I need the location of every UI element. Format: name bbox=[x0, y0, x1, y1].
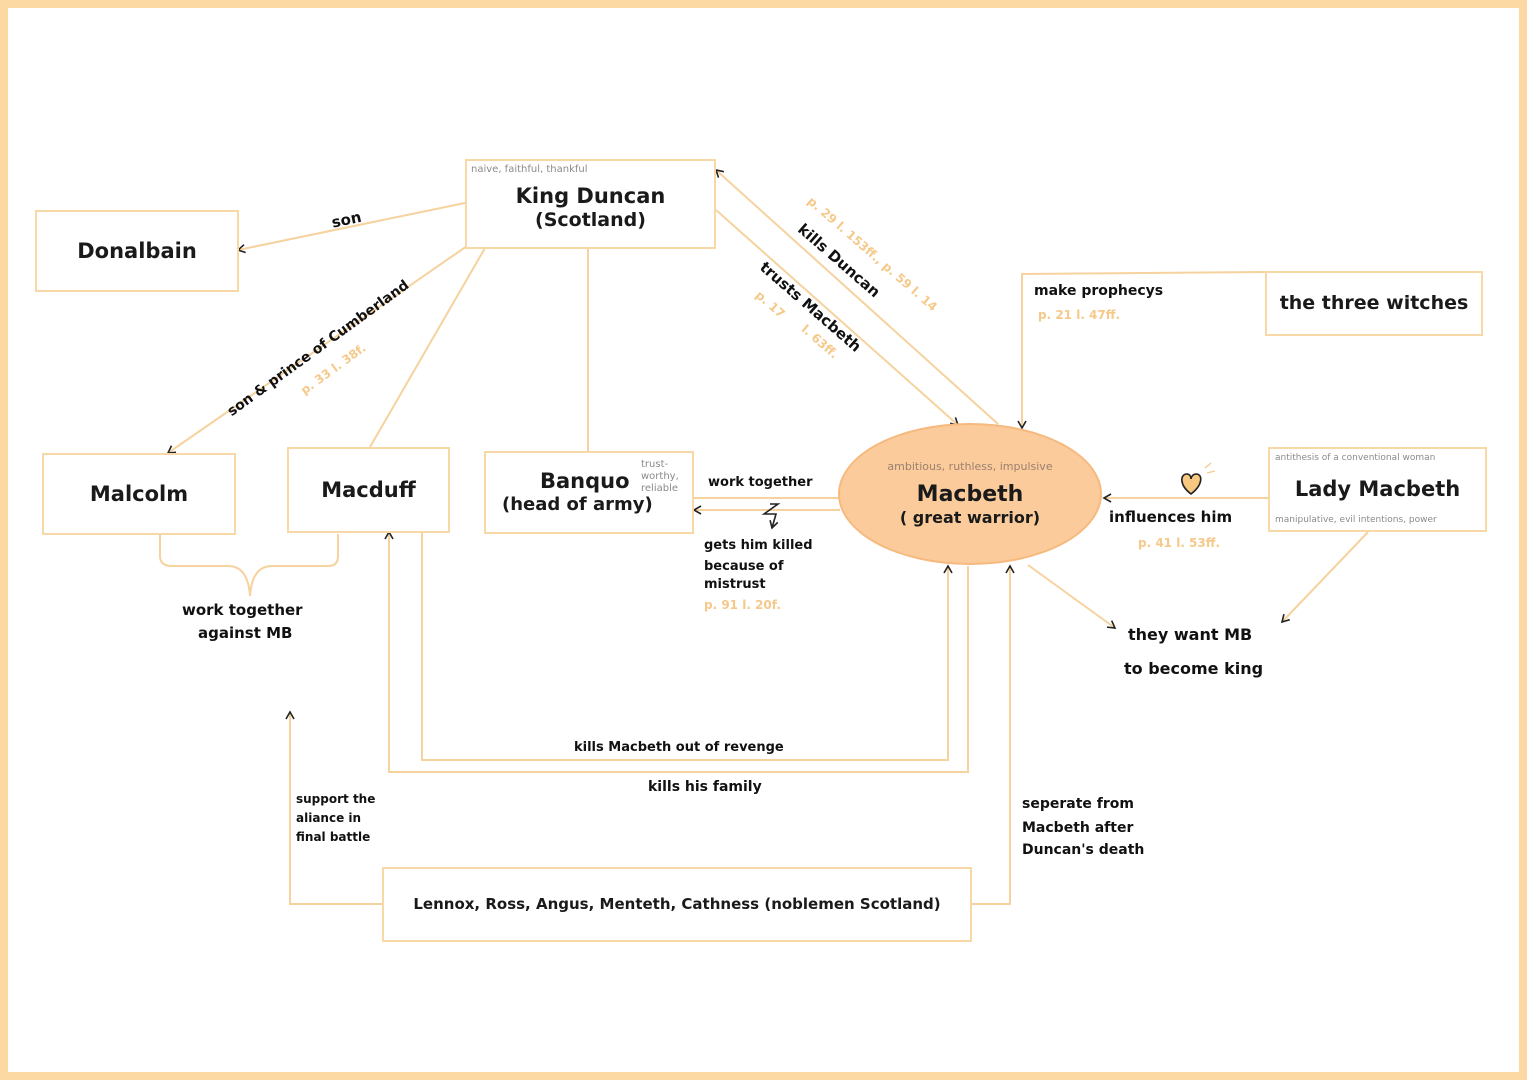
label-kills-family: kills his family bbox=[648, 779, 762, 795]
macduff-name: Macduff bbox=[321, 477, 416, 502]
label-want-king-2: to become king bbox=[1124, 659, 1264, 678]
box-noblemen: Lennox, Ross, Angus, Menteth, Cathness (… bbox=[382, 867, 972, 942]
banquo-traits-2: worthy, bbox=[641, 471, 679, 482]
box-three-witches: the three witches bbox=[1265, 271, 1483, 336]
line-macbeth-kills-family bbox=[384, 530, 969, 773]
line-witches-macbeth bbox=[1017, 271, 1266, 430]
label-want-king-1: they want MB bbox=[1128, 625, 1253, 644]
box-king-duncan: naive, faithful, thankful King Duncan (S… bbox=[465, 159, 716, 249]
macbeth-name: Macbeth bbox=[916, 481, 1024, 507]
line-lady-want bbox=[1280, 531, 1369, 624]
box-donalbain: Donalbain bbox=[35, 210, 239, 292]
banquo-name: Banquo bbox=[540, 469, 630, 494]
label-work-together: work together bbox=[708, 475, 813, 490]
box-banquo: Banquo (head of army) trust- worthy, rel… bbox=[484, 451, 694, 534]
banquo-traits-3: reliable bbox=[641, 483, 679, 494]
alliance-brace bbox=[159, 534, 339, 597]
label-separate-3: Duncan's death bbox=[1022, 842, 1145, 858]
label-kills-revenge: kills Macbeth out of revenge bbox=[574, 740, 784, 755]
box-lady-macbeth: antithesis of a conventional woman Lady … bbox=[1268, 447, 1487, 532]
label-prophecy: make prophecys bbox=[1034, 283, 1164, 299]
label-influences: influences him bbox=[1109, 508, 1233, 526]
lightning-icon bbox=[761, 503, 781, 530]
line-duncan-malcolm bbox=[166, 245, 468, 454]
label-gets-killed-2: because of bbox=[704, 559, 784, 574]
nobles-name: Lennox, Ross, Angus, Menteth, Cathness (… bbox=[413, 895, 941, 914]
ellipse-macbeth: ambitious, ruthless, impulsive Macbeth (… bbox=[838, 423, 1102, 565]
line-macduff-kills-macbeth bbox=[421, 533, 953, 761]
macbeth-traits: ambitious, ruthless, impulsive bbox=[887, 459, 1053, 473]
label-gets-killed-1: gets him killed bbox=[704, 538, 813, 553]
label-support-3: final battle bbox=[296, 830, 371, 844]
line-nobles-alliance bbox=[285, 710, 382, 905]
label-alliance-1: work together bbox=[182, 601, 303, 619]
malcolm-name: Malcolm bbox=[89, 481, 189, 506]
box-macduff: Macduff bbox=[287, 447, 450, 533]
lady-name: Lady Macbeth bbox=[1294, 477, 1461, 502]
line-macbeth-want bbox=[1027, 564, 1117, 629]
donalbain-name: Donalbain bbox=[77, 238, 197, 263]
sparkle-icon bbox=[1204, 462, 1216, 474]
line-macbeth-kills-duncan bbox=[714, 168, 999, 425]
label-alliance-2: against MB bbox=[198, 624, 293, 642]
duncan-name: King Duncan bbox=[515, 184, 666, 208]
heart-icon bbox=[1181, 473, 1202, 496]
line-duncan-trusts-macbeth bbox=[715, 209, 960, 427]
lady-traits-top: antithesis of a conventional woman bbox=[1275, 453, 1436, 463]
label-support-1: support the bbox=[296, 792, 376, 806]
duncan-traits: naive, faithful, thankful bbox=[471, 164, 588, 175]
ref-prophecy: p. 21 l. 47ff. bbox=[1038, 308, 1121, 322]
label-support-2: aliance in bbox=[296, 811, 362, 825]
banquo-sub: (head of army) bbox=[502, 494, 653, 516]
box-malcolm: Malcolm bbox=[42, 453, 236, 535]
line-duncan-macduff bbox=[369, 247, 486, 448]
label-separate-2: Macbeth after bbox=[1022, 820, 1134, 836]
ref-gets-killed: p. 91 l. 20f. bbox=[704, 598, 781, 612]
banquo-traits-1: trust- bbox=[641, 459, 669, 470]
witches-name: the three witches bbox=[1279, 291, 1469, 314]
line-duncan-donalbain bbox=[236, 202, 466, 254]
label-gets-killed-3: mistrust bbox=[704, 577, 766, 592]
macbeth-sub: ( great warrior) bbox=[899, 508, 1041, 528]
label-separate-1: seperate from bbox=[1022, 796, 1134, 812]
lady-traits-bottom: manipulative, evil intentions, power bbox=[1275, 515, 1437, 525]
line-nobles-macbeth bbox=[972, 564, 1015, 905]
duncan-sub: (Scotland) bbox=[535, 209, 646, 232]
ref-influences: p. 41 l. 53ff. bbox=[1138, 536, 1221, 550]
